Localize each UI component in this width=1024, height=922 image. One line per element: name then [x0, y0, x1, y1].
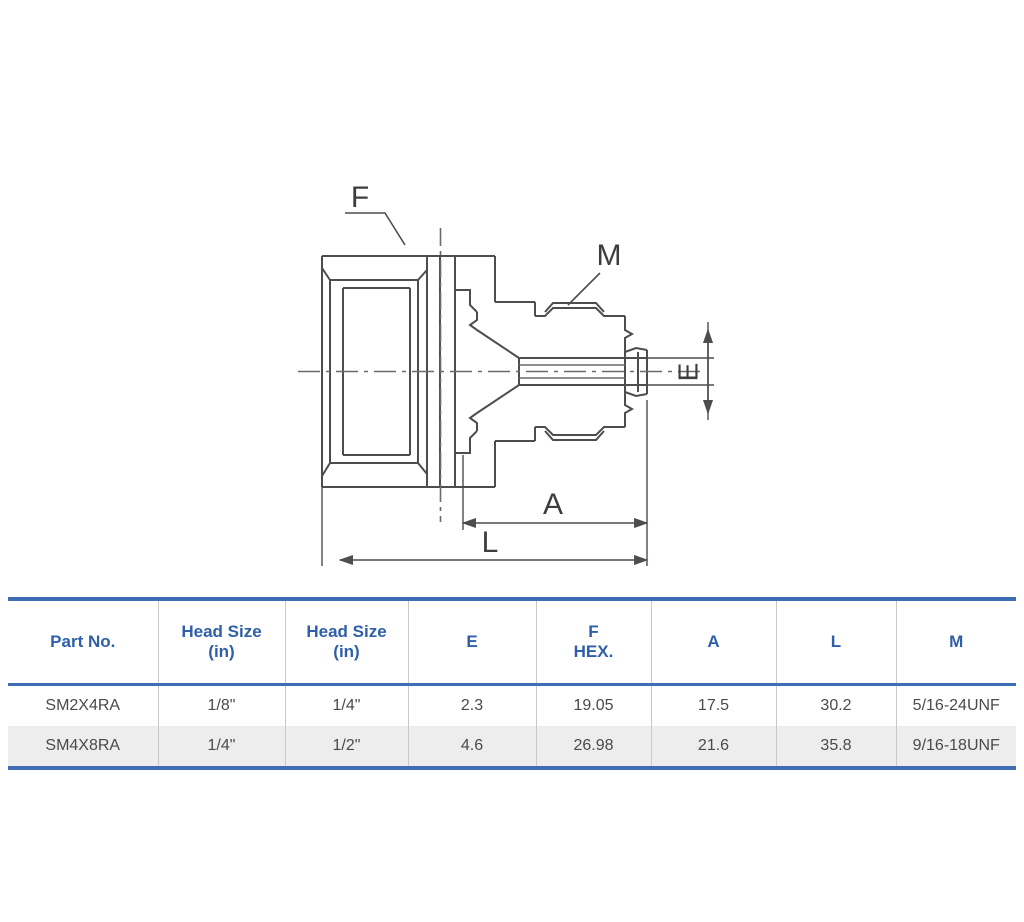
cell-head-size-1: 1/4" [157, 726, 286, 770]
column-header-e: E [407, 597, 537, 686]
callout-f: F [345, 181, 406, 246]
header-line2: HEX. [573, 642, 614, 661]
cell-part-no: SM2X4RA [8, 684, 159, 726]
cell-l: 35.8 [775, 726, 897, 770]
callout-m: M [567, 239, 622, 306]
cell-a: 17.5 [650, 684, 777, 726]
fitting-cross-section-svg: A L E F M [298, 181, 714, 566]
column-header-head-size-1: Head Size (in) [157, 597, 286, 686]
table-row: SM2X4RA 1/8" 1/4" 2.3 19.05 17.5 30.2 5/… [8, 684, 1016, 726]
cell-head-size-1: 1/8" [157, 684, 286, 726]
header-line1: Head Size [306, 622, 387, 641]
cell-head-size-2: 1/2" [284, 726, 409, 770]
dimension-label-a: A [543, 488, 563, 521]
column-header-part-no: Part No. [8, 597, 159, 686]
fitting-outline [321, 255, 648, 488]
callout-label-f: F [351, 181, 369, 214]
technical-drawing: A L E F M [298, 181, 714, 566]
cell-f-hex: 26.98 [535, 726, 652, 770]
cell-e: 4.6 [407, 726, 537, 770]
header-line1: L [830, 632, 842, 651]
header-line2: (in) [333, 642, 360, 661]
column-header-head-size-2: Head Size (in) [284, 597, 409, 686]
dimension-e: E [673, 328, 714, 415]
specification-table: Part No. Head Size (in) Head Size (in) E… [8, 597, 1016, 770]
dimension-l: L [338, 526, 649, 566]
header-line1: M [949, 632, 964, 651]
header-line1: Head Size [181, 622, 262, 641]
table-row: SM4X8RA 1/4" 1/2" 4.6 26.98 21.6 35.8 9/… [8, 726, 1016, 770]
cell-e: 2.3 [407, 684, 537, 726]
cell-head-size-2: 1/4" [284, 684, 409, 726]
column-header-a: A [650, 597, 777, 686]
dimension-label-l: L [482, 526, 499, 559]
column-header-m: M [895, 597, 1016, 686]
callout-label-m: M [597, 239, 622, 272]
cell-a: 21.6 [650, 726, 777, 770]
cell-m: 9/16-18UNF [895, 726, 1016, 770]
cell-l: 30.2 [775, 684, 897, 726]
cell-m: 5/16-24UNF [895, 684, 1016, 726]
header-line1: A [707, 632, 720, 651]
header-line2: (in) [208, 642, 235, 661]
table-header-row: Part No. Head Size (in) Head Size (in) E… [8, 597, 1016, 686]
specification-table-container: Part No. Head Size (in) Head Size (in) E… [8, 597, 1016, 770]
column-header-f-hex: F HEX. [535, 597, 652, 686]
header-line1: F [588, 622, 599, 641]
dimension-label-e: E [673, 363, 704, 382]
header-line1: Part No. [50, 632, 116, 651]
cell-part-no: SM4X8RA [8, 726, 159, 770]
column-header-l: L [775, 597, 897, 686]
dimension-a: A [461, 488, 649, 529]
cell-f-hex: 19.05 [535, 684, 652, 726]
header-line1: E [466, 632, 478, 651]
